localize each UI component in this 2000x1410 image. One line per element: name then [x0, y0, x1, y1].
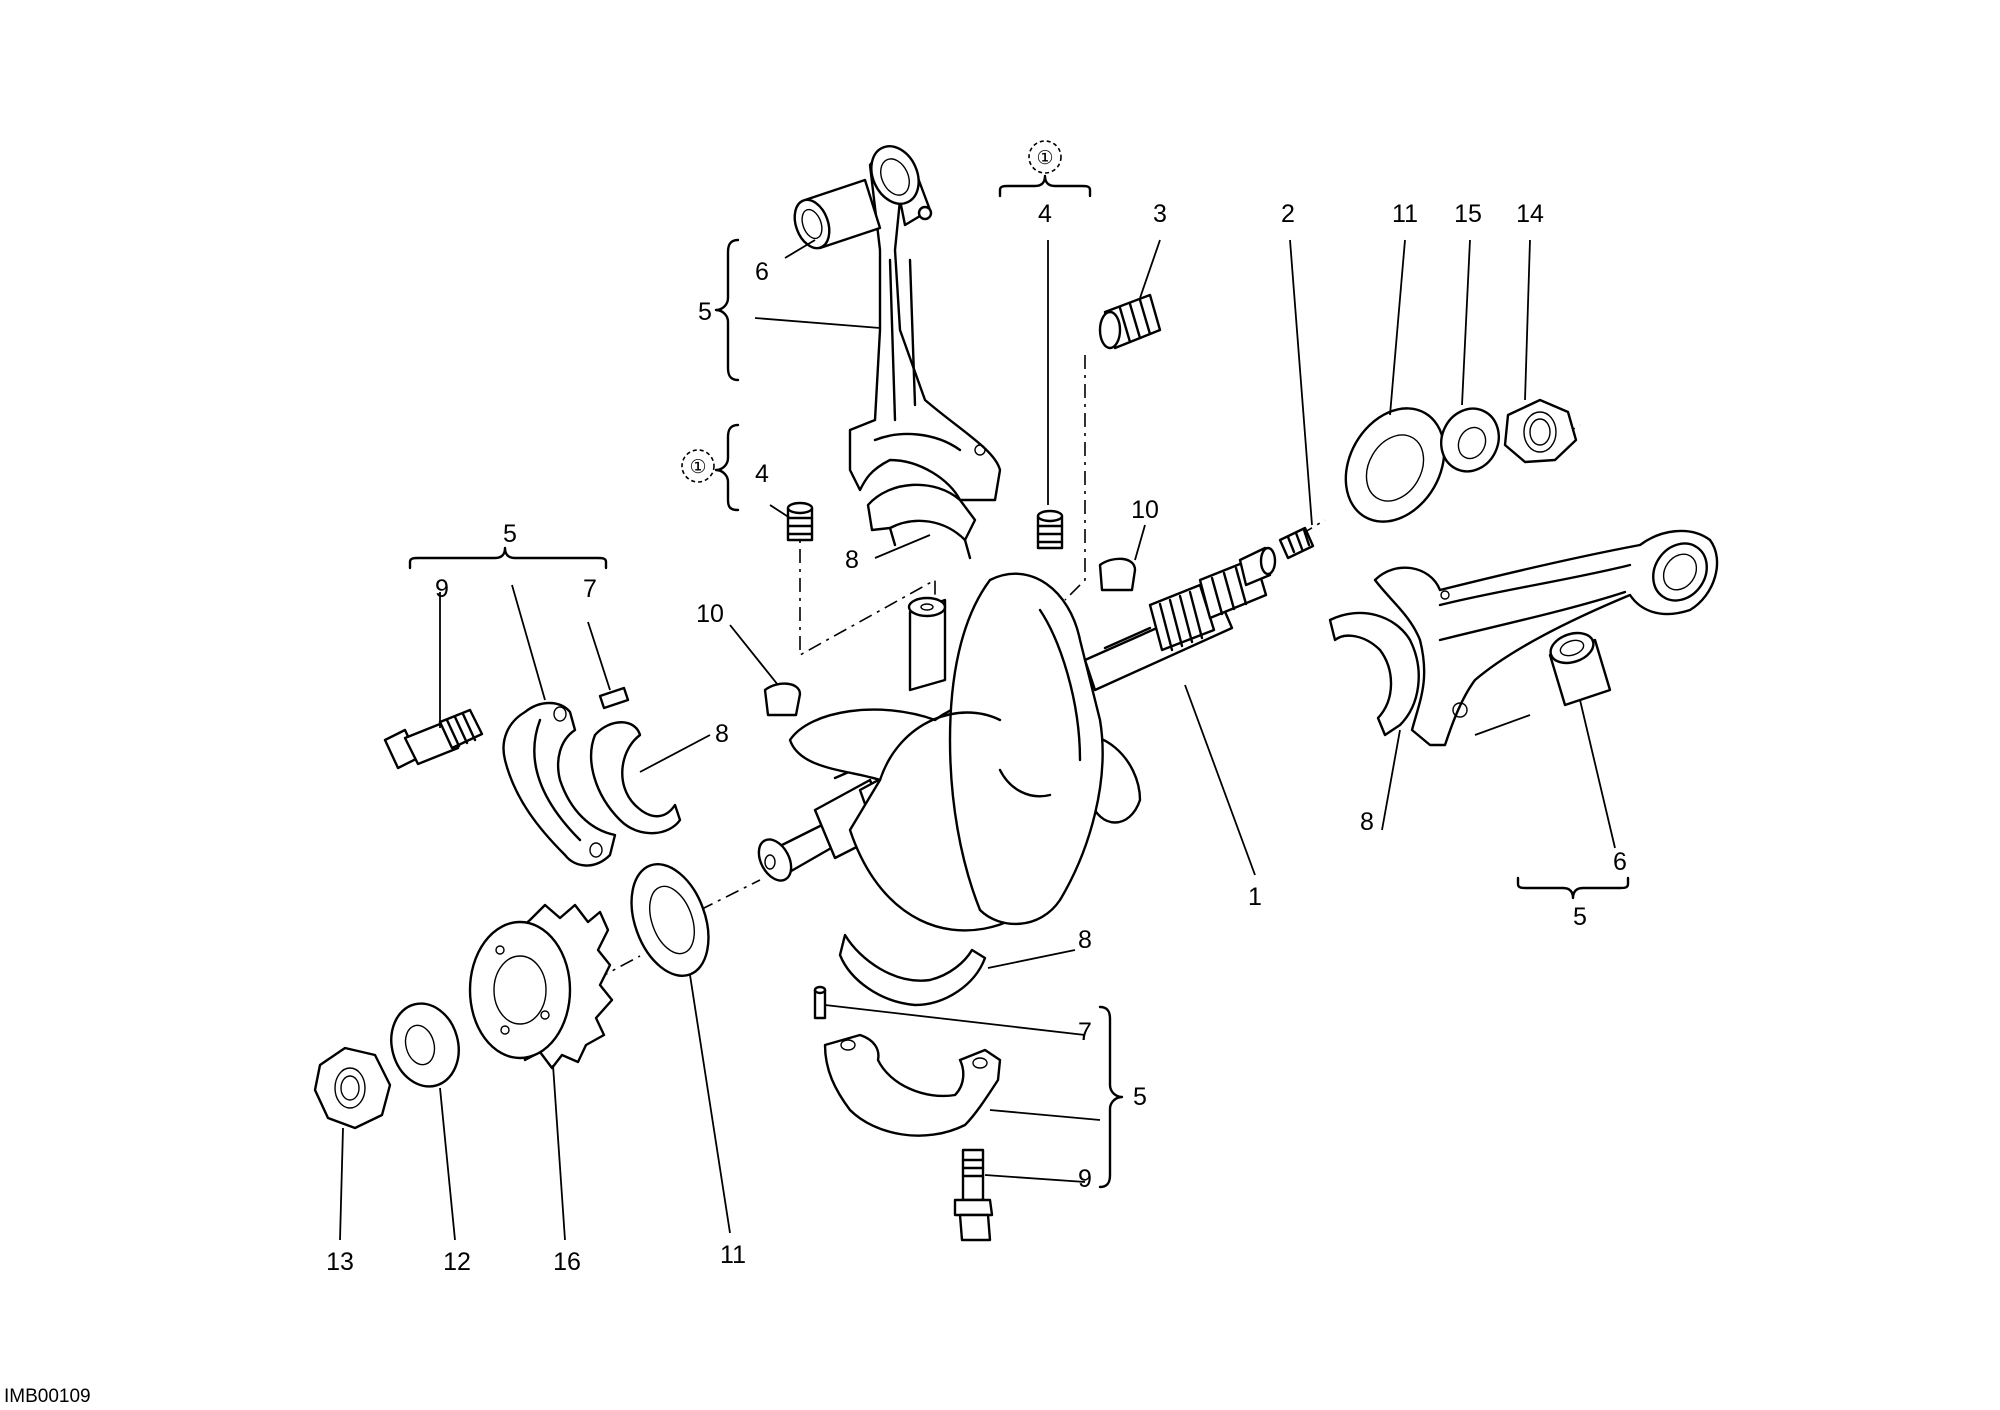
- washer-left: [390, 1002, 460, 1088]
- bracket-rod-top: [714, 238, 740, 382]
- callout-rod-top-bush: 6: [755, 258, 769, 286]
- bearing-shell-right: [1328, 611, 1420, 737]
- con-rod-right: [1373, 529, 1719, 747]
- callout-plug-shaft-end: 2: [1281, 200, 1295, 228]
- callout-crankshaft: 1: [1248, 883, 1262, 911]
- reference-mark-left-label: ①: [689, 457, 706, 478]
- crankshaft: [757, 546, 1277, 932]
- con-rod-right-bush: [1548, 631, 1612, 707]
- bearing-shell-left: [590, 721, 682, 835]
- con-rod-top: [848, 145, 1002, 502]
- reference-mark-top-label: ①: [1036, 148, 1053, 169]
- callout-nut-right: 14: [1516, 200, 1544, 228]
- callout-rod-right-bearing: 8: [1360, 808, 1374, 836]
- callout-rod-right-group: 5: [1573, 903, 1587, 931]
- bracket-cap-bottom: [1098, 1005, 1124, 1189]
- callout-labels: 1 2 3 4 4 5 6 8 5 9 7 8 10 10 11 15 14 8…: [326, 200, 1627, 1276]
- callout-plug-web: 3: [1153, 200, 1167, 228]
- con-rod-cap-left: [502, 701, 617, 867]
- drawing-code: IMB00109: [4, 1386, 91, 1407]
- plug-web: [1098, 293, 1162, 350]
- key-left: [763, 682, 802, 717]
- callout-cap-left-bearing: 8: [715, 720, 729, 748]
- callout-cap-left-screw: 9: [435, 575, 449, 603]
- callout-cap-left-pin: 7: [583, 575, 597, 603]
- bearing-shell-top: [866, 483, 977, 560]
- callout-nut-left: 13: [326, 1248, 354, 1276]
- callout-washer-shaft-left: 11: [720, 1241, 746, 1269]
- key-right: [1098, 557, 1137, 592]
- callout-washer-right-small: 15: [1454, 200, 1482, 228]
- callout-rod-top-group: 5: [698, 298, 712, 326]
- leader-lines: [339, 239, 1616, 1241]
- reference-mark-left: ①: [681, 449, 715, 483]
- pin-left: [598, 686, 630, 710]
- callout-rod-right-bush: 6: [1613, 848, 1627, 876]
- bracket-rod-right: [1516, 876, 1630, 900]
- callout-key-left: 10: [696, 600, 724, 628]
- plug-top: [1036, 509, 1064, 550]
- callout-cap-bottom-group: 5: [1133, 1083, 1147, 1111]
- pin-bottom: [813, 985, 827, 1020]
- callout-washer-left: 12: [443, 1248, 471, 1276]
- callout-cap-bottom-screw: 9: [1078, 1165, 1092, 1193]
- callout-gear: 16: [553, 1248, 581, 1276]
- group-brackets: [408, 174, 1630, 1189]
- screw-left: [383, 708, 484, 770]
- thrust-washer-right: [1344, 407, 1446, 523]
- bearing-shell-bottom: [838, 933, 987, 1007]
- callout-key-right: 10: [1131, 496, 1159, 524]
- nut-right: [1503, 398, 1578, 464]
- plug-shaft-end: [1278, 526, 1315, 560]
- callout-cap-bottom-bearing: 8: [1078, 926, 1092, 954]
- callout-plug-left: 4: [755, 460, 769, 488]
- screw-bottom: [953, 1148, 994, 1242]
- con-rod-cap-bottom: [823, 1033, 1002, 1137]
- bracket-cap-left: [408, 546, 608, 570]
- nut-left: [313, 1046, 392, 1130]
- thrust-washer-left: [630, 862, 710, 978]
- callout-washer-shaft-right: 11: [1392, 200, 1418, 228]
- callout-cap-left-group: 5: [503, 520, 517, 548]
- bracket-plug-top: [998, 174, 1092, 198]
- bracket-plug-left: [714, 423, 740, 512]
- con-rod-top-bush: [793, 178, 882, 250]
- callout-rod-top-bearing: 8: [845, 546, 859, 574]
- callout-cap-bottom-pin: 7: [1078, 1018, 1092, 1046]
- washer-right-small: [1440, 407, 1500, 473]
- timing-gear: [468, 903, 614, 1070]
- reference-mark-top: ①: [1028, 140, 1062, 174]
- callout-plug-top: 4: [1038, 200, 1052, 228]
- plug-left: [786, 501, 814, 542]
